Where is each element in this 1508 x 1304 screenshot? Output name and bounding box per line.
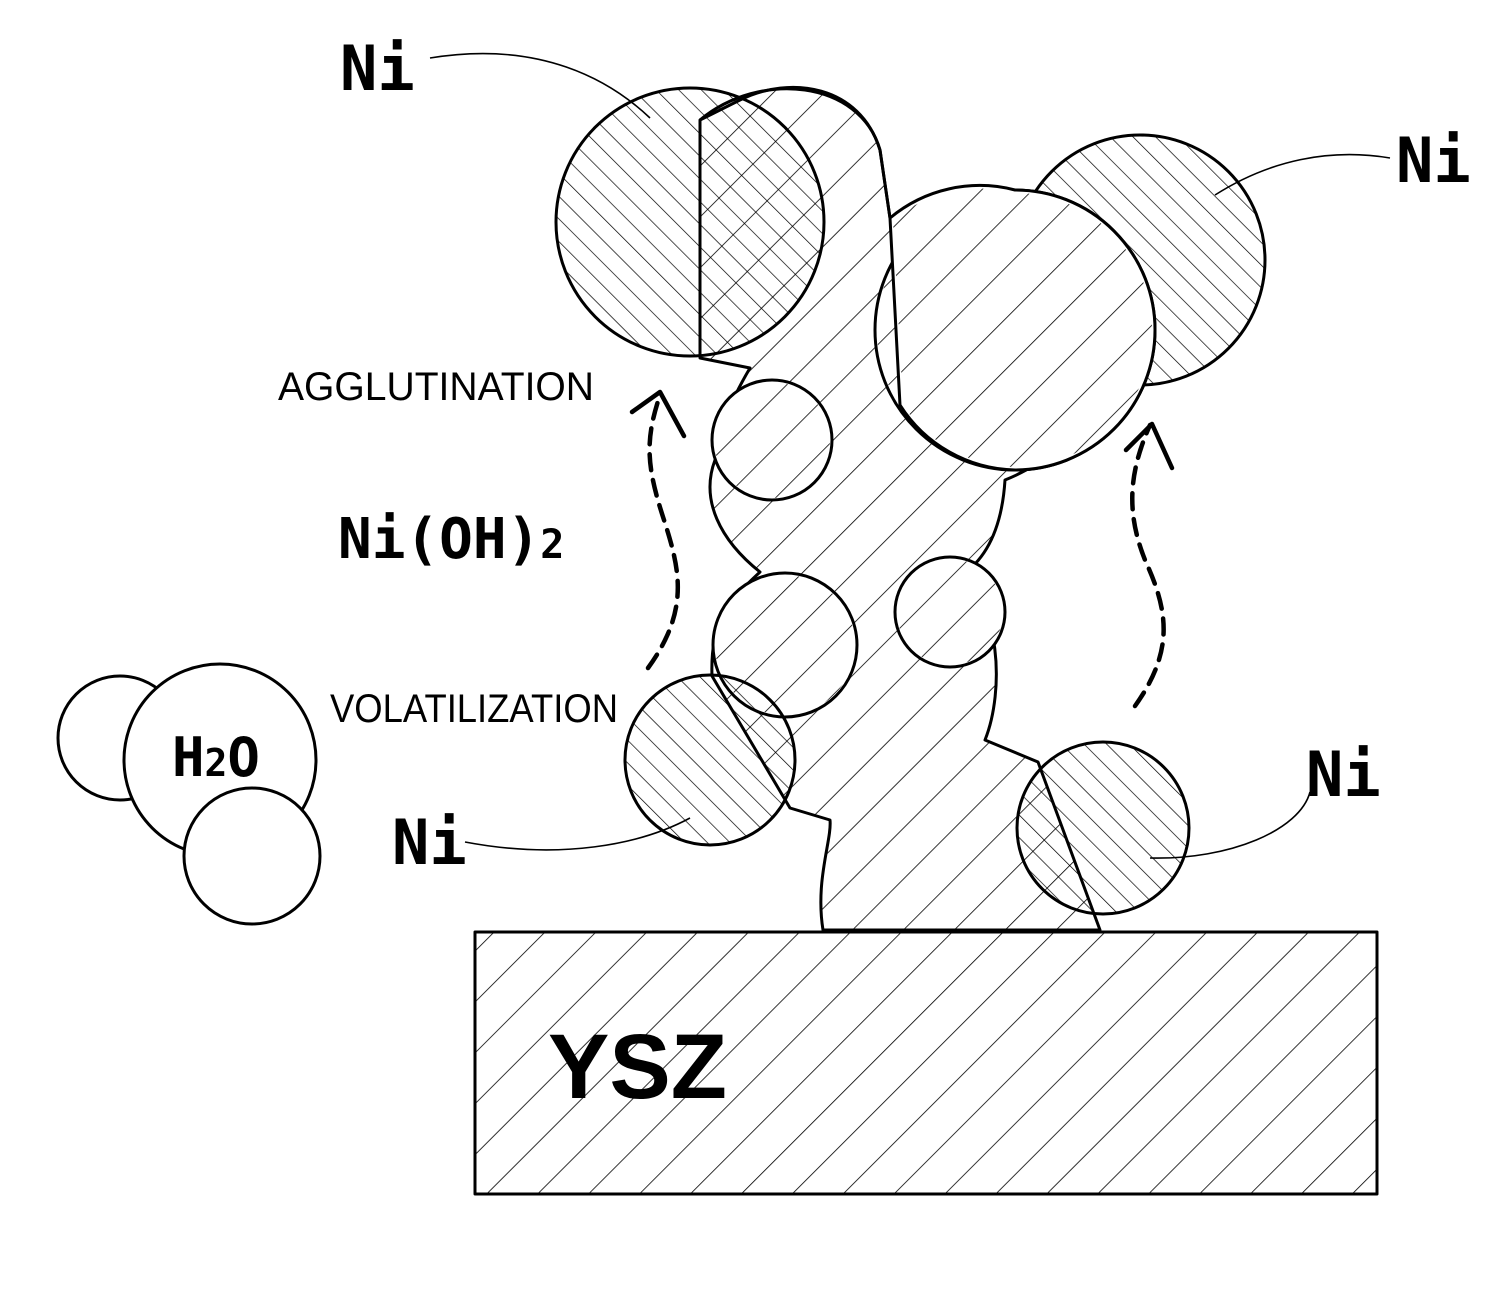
label-ni-oh2-main: Ni(OH) bbox=[338, 507, 540, 572]
label-ni-bottom-left: Ni bbox=[392, 806, 467, 879]
label-ni-oh2-sub: 2 bbox=[540, 522, 564, 568]
flow-arrow-right bbox=[1132, 425, 1163, 706]
label-ni-top-right: Ni bbox=[1396, 124, 1471, 197]
ni-particle-bottom-left bbox=[625, 675, 795, 845]
ysz-neck-hatch-1 bbox=[714, 382, 830, 498]
label-h2o-h: H bbox=[172, 726, 205, 789]
label-ni-oh2: Ni(OH)2 bbox=[338, 507, 564, 572]
label-agglutination: AGGLUTINATION bbox=[278, 365, 594, 409]
ni-particle-bottom-right bbox=[1017, 742, 1189, 914]
h2o-atom-bottom bbox=[184, 788, 320, 924]
flow-arrow-left bbox=[648, 395, 678, 668]
ni-particle-top-left bbox=[556, 88, 824, 356]
label-h2o-o: O bbox=[227, 726, 260, 789]
label-volatilization: VOLATILIZATION bbox=[330, 687, 618, 731]
ysz-right-mid-hatch bbox=[897, 559, 1003, 665]
label-ni-bottom-right: Ni bbox=[1306, 738, 1381, 811]
flow-arrow-left-head bbox=[632, 392, 684, 436]
label-ni-top-left: Ni bbox=[340, 32, 415, 105]
label-ysz: YSZ bbox=[548, 1016, 727, 1118]
label-h2o-sub: 2 bbox=[205, 741, 228, 785]
